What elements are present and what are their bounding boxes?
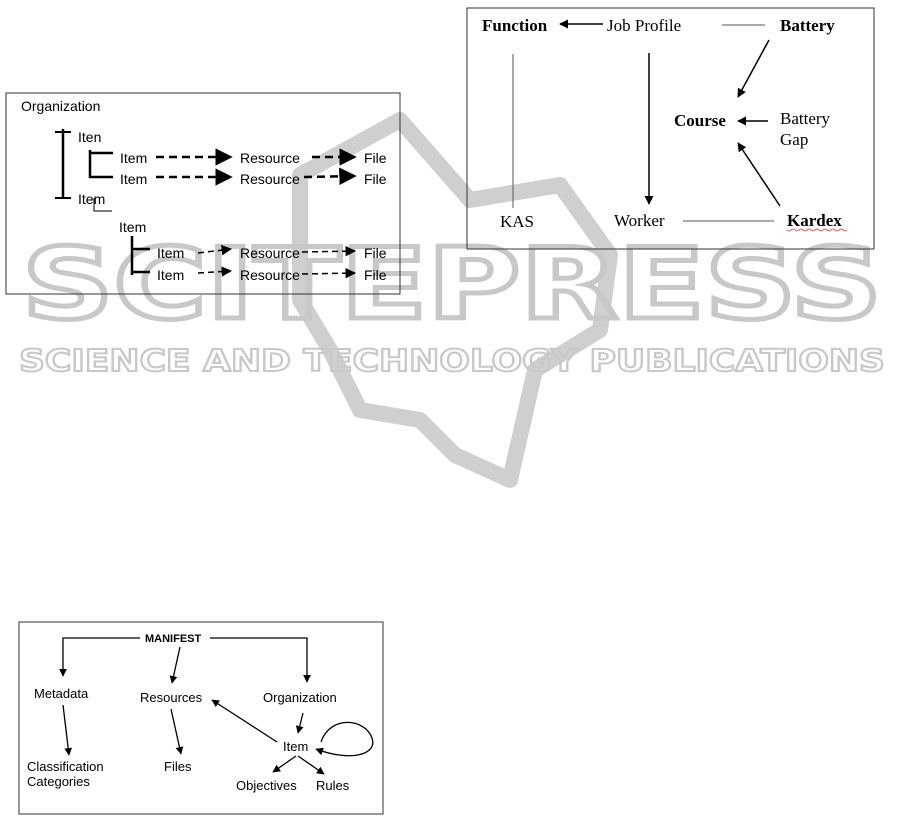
node-kardex: Kardex	[787, 211, 842, 230]
dash-arrow-item-resource-4	[197, 266, 233, 277]
tree-label-item-c2: Item	[157, 267, 184, 283]
dash-arrow-resource-file-2	[303, 167, 357, 186]
watermark: SCITEPRESS SCIENCE AND TECHNOLOGY PUBLIC…	[18, 112, 886, 488]
node-battery-gap-line1: Battery	[780, 109, 831, 128]
edge-resources-to-files	[170, 708, 184, 755]
edge-item-self-loop	[315, 721, 374, 757]
edge-item-to-rules	[297, 755, 325, 775]
file-label-2: File	[364, 171, 387, 187]
org-diagram-frame	[5, 92, 401, 295]
node-organization: Organization	[263, 690, 337, 705]
node-battery: Battery	[780, 16, 835, 35]
edge-manifest-to-metadata	[59, 637, 140, 677]
manifest-diagram: MANIFEST Metadata Resources Organization…	[18, 621, 384, 815]
node-resources: Resources	[140, 690, 203, 705]
node-manifest: MANIFEST	[145, 633, 202, 645]
watermark-brand: SCITEPRESS	[22, 228, 882, 342]
node-course: Course	[674, 111, 726, 130]
tree-label-item-a2: Item	[120, 171, 147, 187]
node-objectives: Objectives	[236, 778, 297, 793]
node-metadata: Metadata	[34, 686, 89, 701]
edge-metadata-to-classification	[62, 704, 73, 756]
resource-label-3: Resource	[240, 245, 300, 261]
file-label-3: File	[364, 245, 387, 261]
tree-label-item-a1: Item	[120, 150, 147, 166]
node-item: Item	[283, 739, 308, 754]
node-kas: KAS	[500, 212, 534, 231]
file-label-1: File	[364, 150, 387, 166]
tree-branch-b	[93, 198, 112, 212]
resource-label-1: Resource	[240, 150, 300, 166]
manifest-diagram-frame	[18, 621, 384, 815]
dash-arrow-resource-file-4	[301, 267, 357, 279]
job-profile-diagram: Function Job Profile Battery Course Batt…	[466, 7, 875, 250]
edge-battery-to-course	[737, 39, 770, 98]
edge-organization-to-item	[295, 712, 304, 734]
organization-tree-diagram: Organization Iten Item Item Item Item It…	[5, 92, 401, 295]
kardex-spellcheck-underline	[786, 228, 848, 232]
edge-manifest-to-organization	[210, 637, 311, 683]
resource-label-2: Resource	[240, 171, 300, 187]
org-title: Organization	[21, 98, 100, 114]
job-diagram-frame	[466, 7, 875, 250]
node-files: Files	[164, 759, 192, 774]
edge-kardex-to-course	[737, 142, 781, 207]
tree-label-item-c1: Item	[157, 245, 184, 261]
resource-label-4: Resource	[240, 267, 300, 283]
node-rules: Rules	[316, 778, 350, 793]
watermark-swoosh	[292, 112, 618, 488]
tree-branch-c	[130, 236, 150, 275]
edge-item-to-resources	[211, 699, 278, 743]
tree-label-iten: Iten	[78, 129, 101, 145]
node-battery-gap-line2: Gap	[780, 130, 808, 149]
node-job-profile: Job Profile	[607, 16, 681, 35]
dash-arrow-resource-file-3	[301, 245, 357, 257]
node-classification-line1: Classification	[27, 759, 104, 774]
edge-item-to-objectives	[272, 755, 297, 773]
watermark-tagline: SCIENCE AND TECHNOLOGY PUBLICATIONS	[19, 344, 885, 379]
node-classification-line2: Categories	[27, 774, 90, 789]
dash-arrow-item-resource-3	[197, 244, 233, 256]
edge-manifest-to-resources	[169, 646, 181, 684]
tree-branch-a	[88, 150, 113, 179]
tree-label-item-b: Item	[78, 191, 105, 207]
node-function: Function	[482, 16, 548, 35]
node-worker: Worker	[614, 211, 665, 230]
tree-label-item-c: Item	[119, 219, 146, 235]
file-label-4: File	[364, 267, 387, 283]
